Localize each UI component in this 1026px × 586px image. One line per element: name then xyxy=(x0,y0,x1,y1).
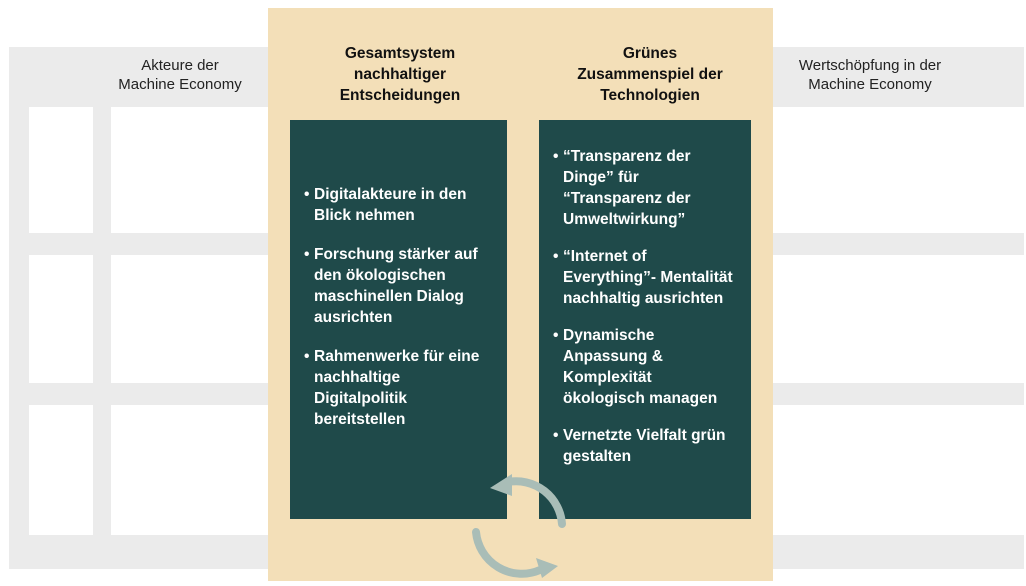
header-wertschoepfung: Wertschöpfung in der Machine Economy xyxy=(798,57,942,93)
list-item: “Internet of Everything”- Mentalität nac… xyxy=(553,246,737,309)
card-gruenes-zusammenspiel: “Transparenz der Dinge” für “Transparenz… xyxy=(539,120,751,519)
list-item: Vernetzte Vielfalt grün gestalten xyxy=(553,425,737,467)
cycle-arrows-icon xyxy=(462,474,578,581)
header-gesamtsystem: Gesamtsystem nachhaltiger Entscheidungen xyxy=(339,45,461,104)
header-akteure: Akteure der Machine Economy xyxy=(118,57,242,93)
card-gesamtsystem: Digitalakteure in den Blick nehmen Forsc… xyxy=(290,120,507,519)
list-item: Dynamische Anpassung & Komplexität ökolo… xyxy=(553,325,737,409)
header-gruenes-zusammenspiel: Grünes Zusammenspiel der Technologien xyxy=(577,45,723,104)
list-item: Rahmenwerke für eine nachhaltige Digital… xyxy=(304,346,493,430)
background-band-left-edge xyxy=(9,47,29,569)
background-band-left-divider xyxy=(93,47,111,569)
list-item: Forschung stärker auf den ökologischen m… xyxy=(304,244,493,328)
list-item: “Transparenz der Dinge” für “Transparenz… xyxy=(553,146,737,230)
list-item: Digitalakteure in den Blick nehmen xyxy=(304,184,493,226)
